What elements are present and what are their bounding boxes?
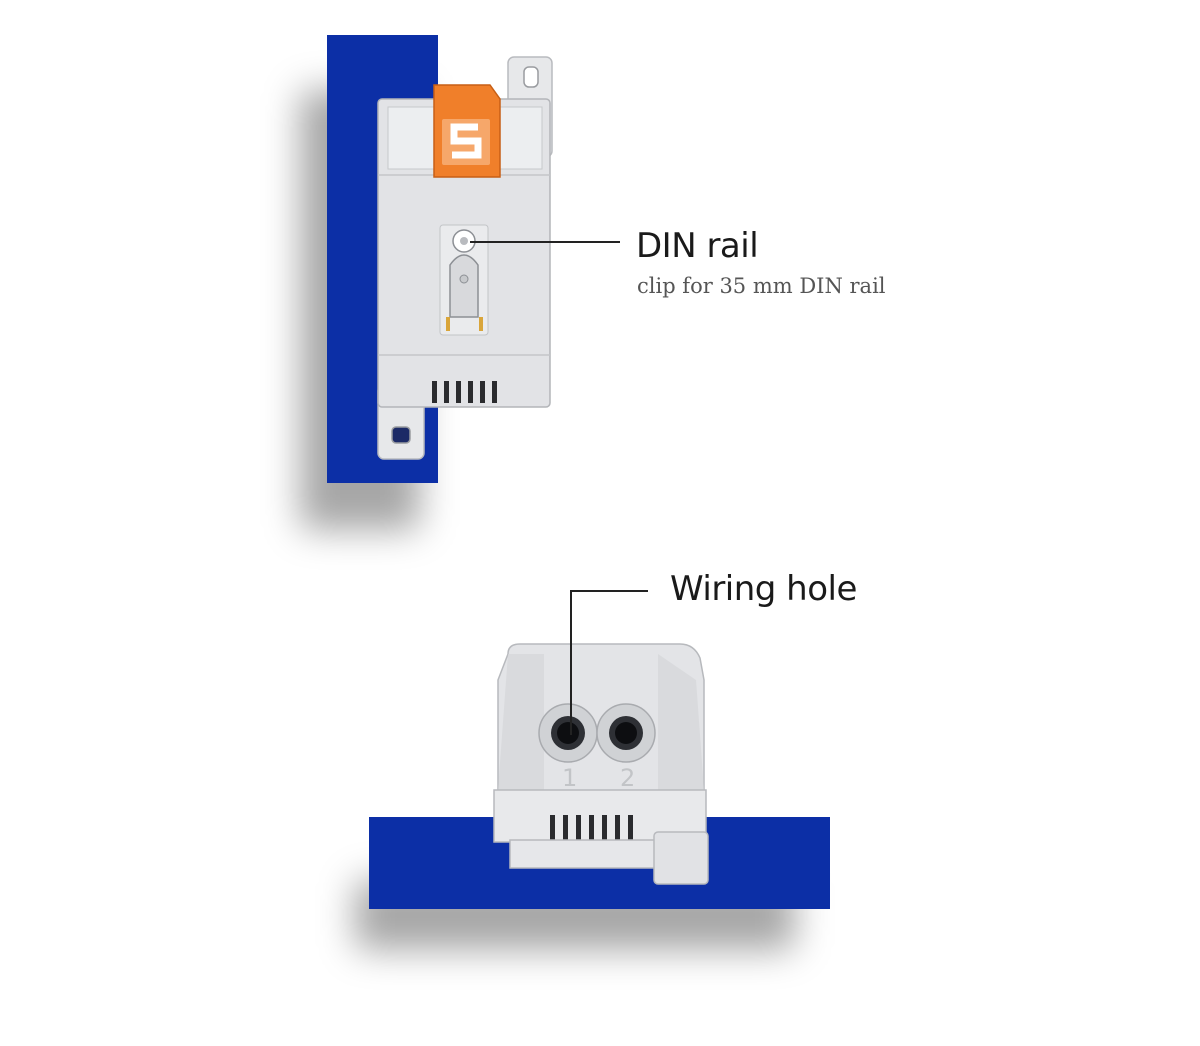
device-end-view: 1 2	[493, 643, 709, 885]
device-rear-view	[377, 56, 553, 460]
wiring-hole-leader-line	[570, 590, 648, 592]
wiring-hole-2	[596, 703, 656, 763]
din-rail-leader-line	[470, 241, 620, 243]
spring-clip	[439, 224, 489, 336]
wiring-hole-1	[538, 703, 598, 763]
terminal-number-2: 2	[620, 764, 635, 792]
wiring-hole-title: Wiring hole	[670, 569, 857, 609]
vent-slots	[550, 815, 633, 841]
terminal-number-1: 1	[562, 764, 577, 792]
din-rail-subtitle: clip for 35 mm DIN rail	[637, 274, 886, 298]
orange-clip	[433, 84, 501, 178]
wiring-hole-leader-line	[570, 590, 572, 735]
din-rail-title: DIN rail	[636, 226, 759, 266]
vent-slots	[432, 381, 497, 403]
